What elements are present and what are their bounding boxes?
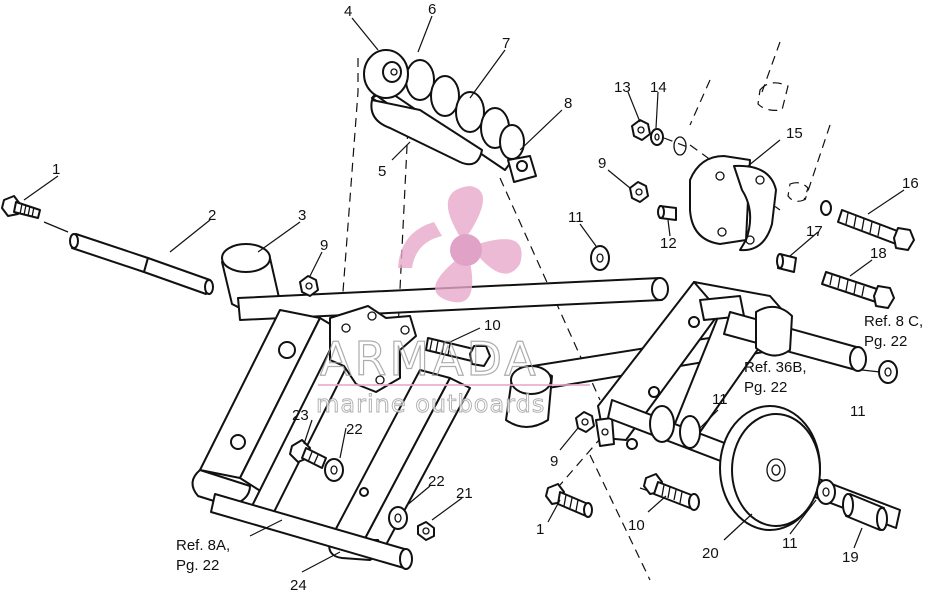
bolt-part-16: [837, 209, 915, 251]
callout-11-wheel: 11: [782, 535, 798, 552]
bolt-part-1-top: [1, 195, 69, 233]
bracket-part-15: [689, 155, 777, 252]
left-rail-arm: [191, 309, 341, 507]
callout-18: 18: [870, 245, 887, 262]
nut-part-9-upper: [629, 181, 649, 203]
callout-19: 19: [842, 549, 859, 566]
washer-part-14: [650, 128, 664, 146]
ref-36b-line1: Ref. 36B,: [744, 359, 807, 376]
callout-1-top: 1: [52, 161, 60, 178]
callout-16: 16: [902, 175, 919, 192]
callout-11-right: 11: [850, 403, 866, 420]
callout-10-bottom: 10: [628, 517, 645, 534]
callout-24: 24: [290, 577, 307, 594]
callout-labels: 4 6 7 8 5 1 2 3 9 13 14 15 9 16 11 12 17…: [52, 1, 919, 594]
callout-22-lower: 22: [428, 473, 445, 490]
reference-notes: Ref. 8 C, Pg. 22 Ref. 36B, Pg. 22 Ref. 8…: [176, 313, 923, 574]
callout-5: 5: [378, 163, 386, 180]
callout-1-bottom: 1: [536, 521, 544, 538]
washer-part-11-wheel: [816, 479, 836, 505]
washer-part-11-center: [590, 245, 610, 271]
callout-10-top: 10: [484, 317, 501, 334]
callout-12: 12: [660, 235, 677, 252]
ref-8c-line1: Ref. 8 C,: [864, 313, 923, 330]
callout-2: 2: [208, 207, 216, 224]
pivot-hole: [359, 487, 369, 497]
nut-part-21: [417, 521, 435, 541]
bolt-part-1-bottom: [545, 483, 593, 518]
spacer-part-19: [842, 493, 888, 531]
callout-15: 15: [786, 125, 803, 142]
nut-part-13: [631, 119, 651, 141]
callout-7: 7: [502, 35, 510, 52]
center-rail-arm: [249, 329, 471, 561]
callout-20: 20: [702, 545, 719, 562]
spacer-part-17: [776, 253, 797, 273]
bolt-part-23: [289, 439, 327, 469]
bolt-part-10-bottom: [643, 473, 700, 511]
leader-lines: [23, 15, 905, 573]
ref-8a-line1: Ref. 8A,: [176, 537, 230, 554]
washer-part-16: [820, 200, 832, 216]
washer-part-22-lower: [388, 506, 408, 530]
watermark-tagline: marine outboards: [316, 390, 545, 418]
ref-8c-line2: Pg. 22: [864, 333, 907, 350]
callout-8: 8: [564, 95, 572, 112]
lower-cross-tube-part-24: [210, 493, 413, 570]
ref-36b-line2: Pg. 22: [744, 379, 787, 396]
propeller-logo: [435, 186, 522, 303]
callout-9-left: 9: [320, 237, 328, 254]
callout-11-axle: 11: [712, 391, 728, 408]
mounting-plate: [329, 305, 417, 393]
nut-part-9-left: [299, 275, 319, 297]
callout-17: 17: [806, 223, 823, 240]
bolt-part-10-top: [425, 337, 491, 367]
callout-13: 13: [614, 79, 631, 96]
callout-14: 14: [650, 79, 667, 96]
pin-part-2: [69, 233, 214, 295]
washer-part-11-right: [878, 360, 898, 384]
callout-9-center: 9: [550, 453, 558, 470]
callout-6: 6: [428, 1, 436, 18]
watermark-brand: ARMADA: [320, 332, 539, 386]
rear-pivot-tube: [723, 305, 867, 372]
idler-wheel-part-20: [719, 405, 821, 531]
spacer-part-12: [657, 205, 677, 221]
nut-part-9-center: [575, 411, 595, 433]
bolt-part-18: [821, 271, 895, 309]
callout-23: 23: [292, 407, 309, 424]
callout-11-center: 11: [568, 209, 584, 226]
ref-8a-line2: Pg. 22: [176, 557, 219, 574]
callout-22-upper: 22: [346, 421, 363, 438]
watermark: ARMADA marine outboards: [316, 186, 590, 418]
callout-4: 4: [344, 3, 352, 20]
callout-21: 21: [456, 485, 473, 502]
washer-part-22-upper: [324, 458, 344, 482]
shock-absorber-parts-4-8: [363, 49, 537, 183]
callout-3: 3: [298, 207, 306, 224]
callout-9-upper: 9: [598, 155, 606, 172]
stud-hint: [663, 136, 691, 156]
upper-cylinder-hint: [757, 82, 809, 202]
